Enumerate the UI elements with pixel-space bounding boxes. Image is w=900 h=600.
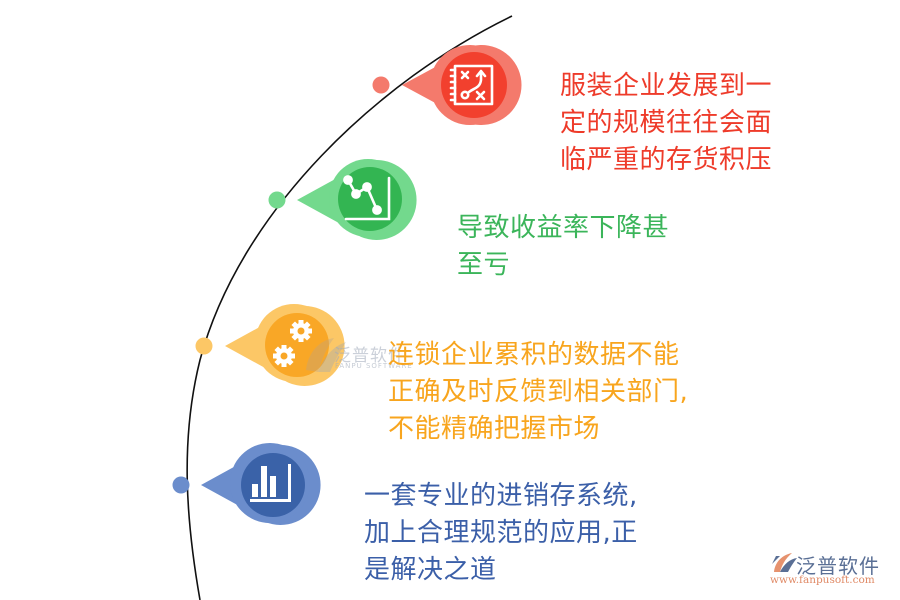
pin-4	[201, 443, 321, 525]
timeline-dot-4	[172, 476, 190, 494]
brand-leaf-icon	[772, 553, 797, 572]
item-4-line-3: 是解决之道	[364, 555, 497, 585]
timeline-dot-2	[268, 191, 286, 209]
item-1-line-3: 临严重的存货积压	[560, 145, 773, 175]
bar-chart-icon	[250, 464, 291, 502]
item-3-line-2: 正确及时反馈到相关部门,	[388, 377, 689, 407]
item-4-text: 一套专业的进销存系统, 加上合理规范的应用,正 是解决之道	[364, 478, 638, 589]
item-3-line-1: 连锁企业累积的数据不能	[388, 340, 680, 370]
brand-logo: 泛普软件 www.fanpusoft.com	[768, 548, 898, 592]
pin-2	[297, 159, 417, 241]
item-4-line-1: 一套专业的进销存系统,	[364, 481, 638, 511]
timeline-dot-1	[372, 76, 390, 94]
item-4-line-2: 加上合理规范的应用,正	[364, 518, 638, 548]
strategy-board-icon	[449, 64, 494, 106]
pin-1	[402, 45, 522, 125]
brand-url: www.fanpusoft.com	[770, 574, 875, 586]
item-1-line-1: 服装企业发展到一	[560, 71, 773, 101]
item-2-line-1: 导致收益率下降甚	[457, 213, 670, 243]
brand-name: 泛普软件	[796, 554, 880, 578]
item-2-line-2: 至亏	[457, 250, 511, 280]
watermark-name: 泛普软件	[334, 346, 406, 366]
item-3-line-3: 不能精确把握市场	[388, 414, 601, 444]
timeline-dot-3	[195, 337, 213, 355]
item-1-line-2: 定的规模往往会面	[560, 108, 773, 138]
item-3-text: 连锁企业累积的数据不能 正确及时反馈到相关部门, 不能精确把握市场	[388, 337, 688, 448]
watermark-logo-icon	[306, 338, 346, 372]
item-1-text: 服装企业发展到一 定的规模往往会面 临严重的存货积压	[560, 68, 772, 179]
watermark-sub: FANPU SOFTWARE	[335, 362, 413, 370]
line-chart-icon	[343, 175, 391, 221]
item-2-text: 导致收益率下降甚 至亏	[457, 210, 669, 284]
gears-icon	[273, 320, 312, 367]
timeline-arc	[186, 15, 513, 600]
